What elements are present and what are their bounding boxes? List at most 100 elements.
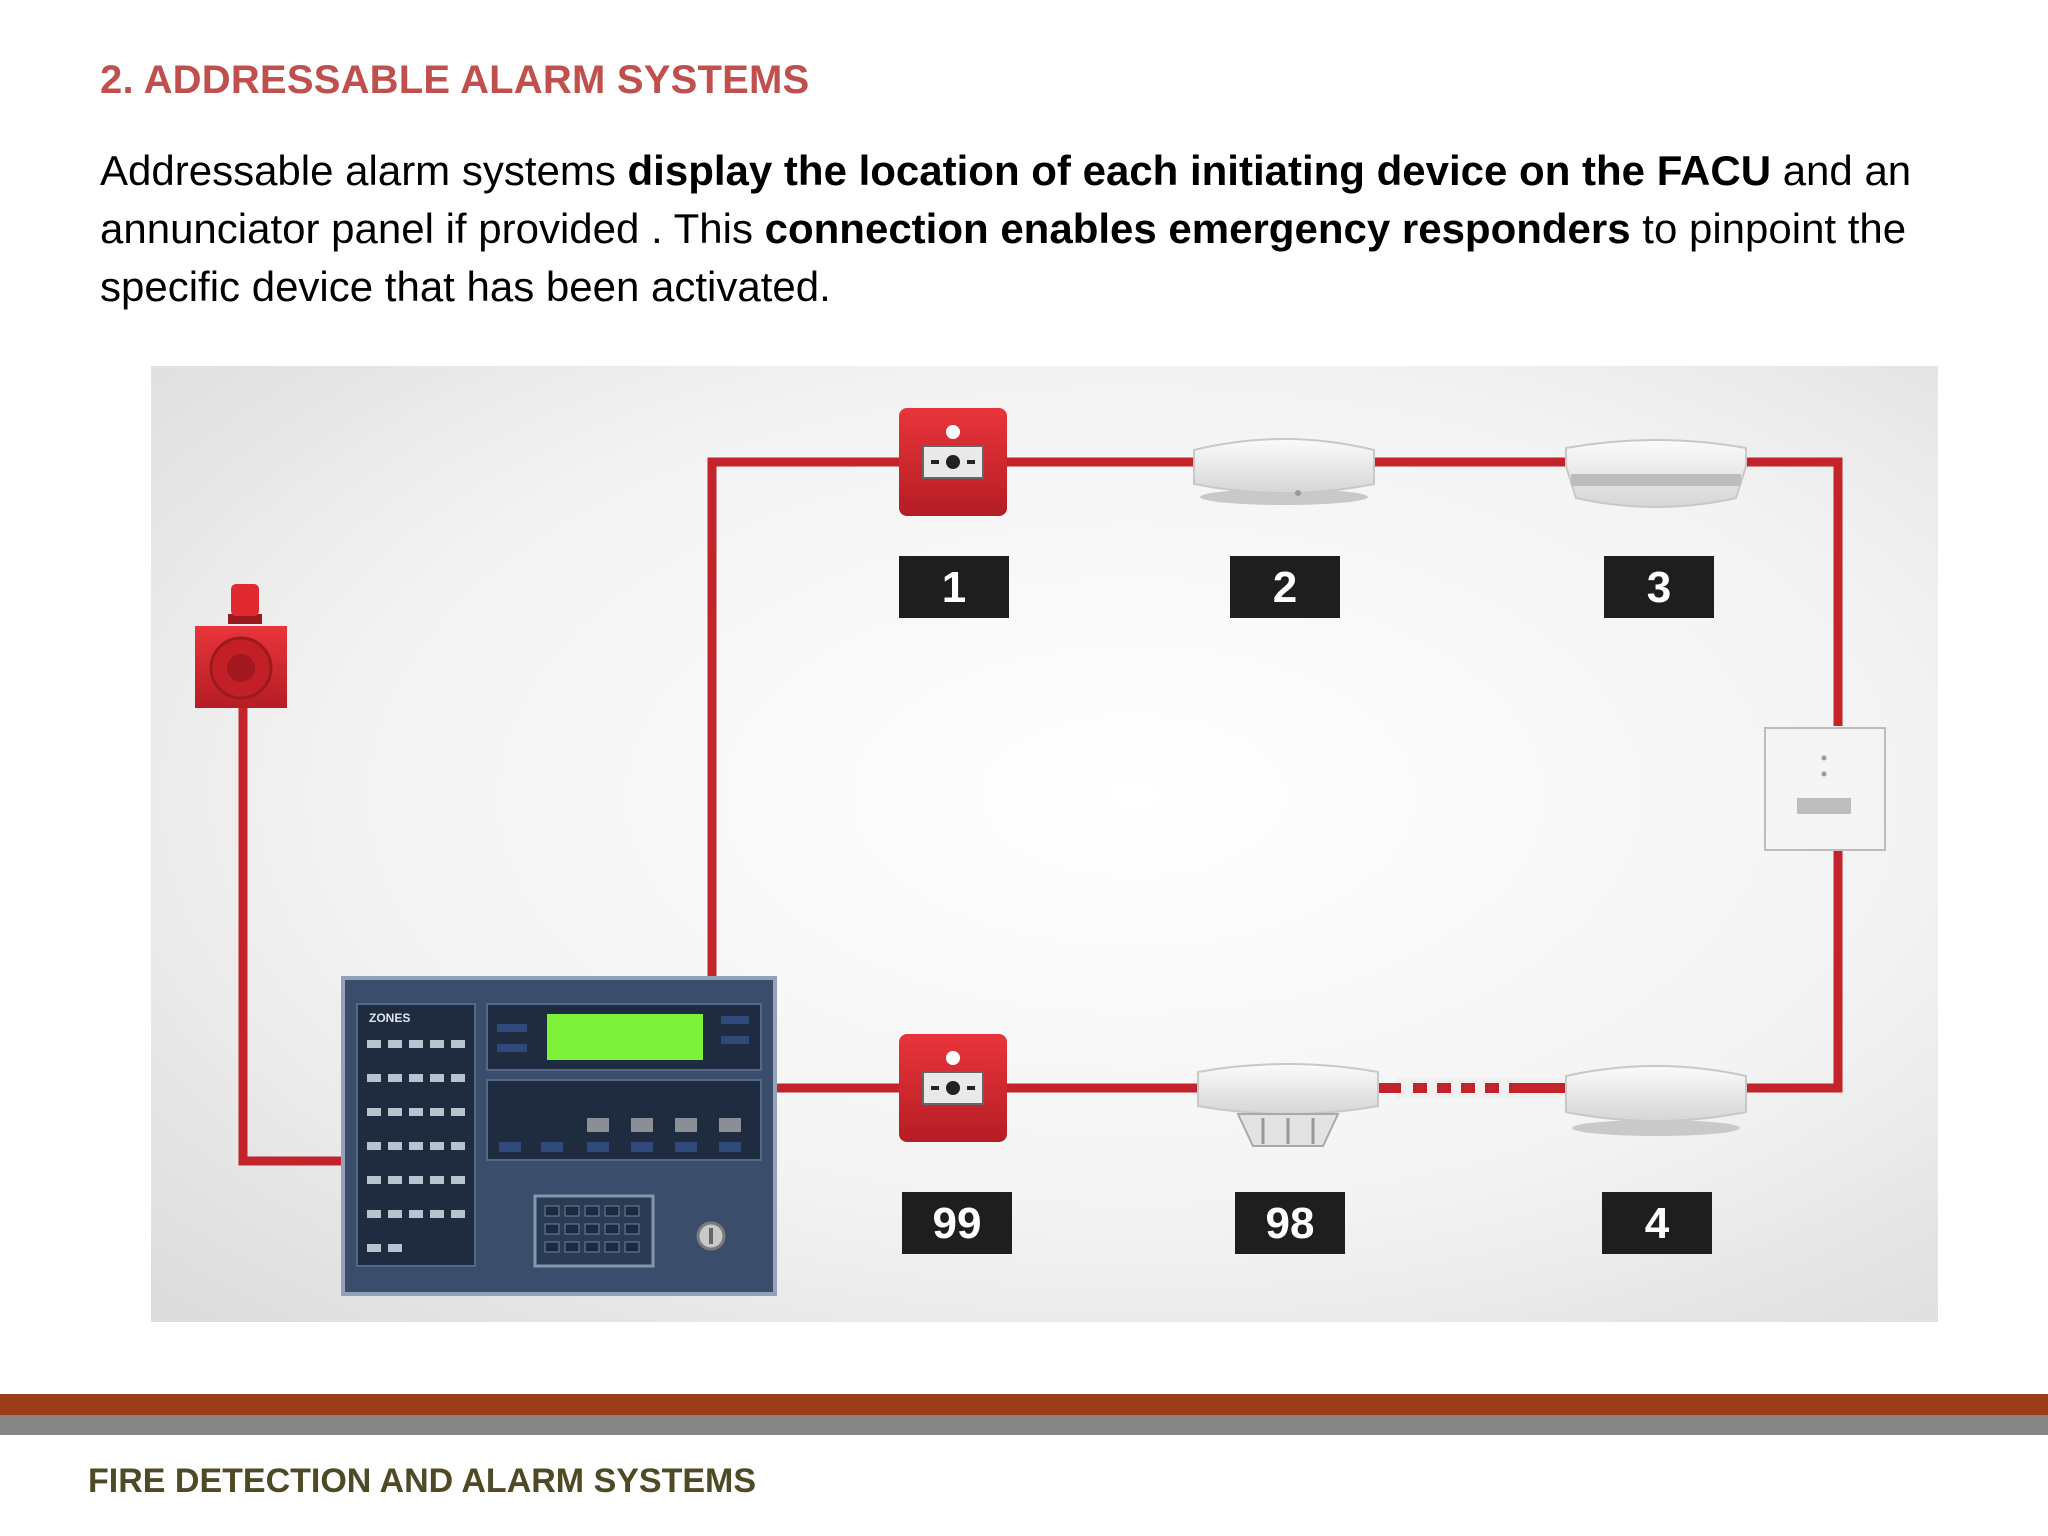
zone-led (388, 1244, 402, 1252)
keypad-key (604, 1223, 620, 1235)
keypad-key (584, 1205, 600, 1217)
module-led (1821, 771, 1827, 777)
zone-led (451, 1142, 465, 1150)
panel-key-lock-slot (709, 1228, 713, 1244)
control-button (631, 1118, 653, 1132)
loop-dash (1413, 1083, 1427, 1093)
device-label-box (1602, 1192, 1712, 1254)
zone-led (367, 1244, 381, 1252)
zone-led (388, 1142, 402, 1150)
body-text-bold-2: connection enables emergency responders (764, 205, 1631, 252)
body-text-part-2: and an annunciator panel if provided . T… (100, 147, 1912, 252)
device-address-labels: 1 2 3 4 98 99 (899, 556, 1714, 1254)
slide-body-text: Addressable alarm systems display the lo… (100, 142, 1980, 316)
zone-led (388, 1074, 402, 1082)
sounder-horn-inner (227, 654, 255, 682)
zone-led (409, 1040, 423, 1048)
device-label-text: 2 (1273, 563, 1297, 612)
panel-keypad-keys (544, 1205, 640, 1253)
call-point-mark (931, 1086, 939, 1090)
zone-led (409, 1176, 423, 1184)
call-point-button (946, 1081, 960, 1095)
heat-detector-4 (1565, 1065, 1747, 1136)
module-body (1764, 727, 1886, 851)
keypad-key (624, 1205, 640, 1217)
footer-band-gray (0, 1415, 2048, 1435)
zone-led (388, 1176, 402, 1184)
detector-shadow (1572, 1120, 1740, 1136)
device-label-98: 98 (1235, 1192, 1345, 1254)
call-point-mark (967, 460, 975, 464)
detector-vents (1571, 474, 1741, 486)
zone-led (367, 1176, 381, 1184)
status-led (499, 1142, 521, 1152)
status-led (587, 1142, 609, 1152)
zone-led (367, 1108, 381, 1116)
keypad-key (604, 1241, 620, 1253)
keypad-key (624, 1241, 640, 1253)
module-indicator (1797, 798, 1851, 814)
call-point-logo (946, 425, 960, 439)
panel-display-button (497, 1044, 527, 1052)
control-button (587, 1118, 609, 1132)
fire-alarm-control-panel: ZONES (341, 976, 777, 1296)
device-label-2: 2 (1230, 556, 1340, 618)
device-label-text: 4 (1645, 1199, 1670, 1248)
device-label-text: 99 (933, 1199, 982, 1248)
smoke-detector-3 (1565, 439, 1747, 508)
device-label-4: 4 (1602, 1192, 1712, 1254)
device-label-box (899, 556, 1009, 618)
device-label-1: 1 (899, 556, 1009, 618)
status-led (541, 1142, 563, 1152)
body-text-part-3: to pinpoint the specific device that has… (100, 205, 1907, 310)
isolator-module (1764, 727, 1886, 851)
addressable-loop-diagram: 1 2 3 4 98 99 (151, 366, 1938, 1322)
body-text-bold-1: display the location of each initiating … (627, 147, 1772, 194)
device-label-3: 3 (1604, 556, 1714, 618)
device-label-box (1604, 556, 1714, 618)
control-button (675, 1118, 697, 1132)
manual-call-point-99 (899, 1034, 1007, 1142)
call-point-logo (946, 1051, 960, 1065)
keypad-key (544, 1205, 560, 1217)
zone-led (430, 1142, 444, 1150)
zone-led (367, 1142, 381, 1150)
loop-dash (1369, 1083, 1401, 1093)
body-text-part-1: Addressable alarm systems (100, 147, 628, 194)
detector-body (1193, 438, 1375, 494)
device-label-99: 99 (902, 1192, 1012, 1254)
sounder-wire (238, 706, 343, 1166)
panel-zone-leds (367, 1040, 465, 1252)
zone-led (388, 1040, 402, 1048)
panel-zones-label: ZONES (369, 1011, 410, 1025)
device-label-box (902, 1192, 1012, 1254)
zone-led (388, 1210, 402, 1218)
panel-status-leds (499, 1142, 741, 1152)
sounder-beacon (195, 584, 287, 708)
zone-led (367, 1074, 381, 1082)
detector-body (1565, 439, 1747, 508)
zone-led (451, 1108, 465, 1116)
zone-led (367, 1210, 381, 1218)
keypad-key (604, 1205, 620, 1217)
diagram-canvas: 1 2 3 4 98 99 (151, 366, 1938, 1322)
panel-control-buttons (587, 1118, 741, 1132)
panel-display-button (497, 1024, 527, 1032)
call-point-mark (931, 460, 939, 464)
beacon-lens (231, 584, 259, 616)
device-label-text: 1 (942, 563, 966, 612)
detector-led (1295, 490, 1301, 496)
zone-led (451, 1210, 465, 1218)
panel-display-button (721, 1036, 749, 1044)
zone-led (430, 1074, 444, 1082)
keypad-key (544, 1223, 560, 1235)
zone-led (388, 1108, 402, 1116)
call-point-button (946, 455, 960, 469)
zone-led (409, 1210, 423, 1218)
device-label-text: 3 (1647, 563, 1671, 612)
footer-band-orange (0, 1394, 2048, 1415)
loop-dashed-wire (1369, 1083, 1571, 1093)
detector-shadow (1200, 489, 1368, 505)
device-label-box (1235, 1192, 1345, 1254)
zone-led (409, 1074, 423, 1082)
